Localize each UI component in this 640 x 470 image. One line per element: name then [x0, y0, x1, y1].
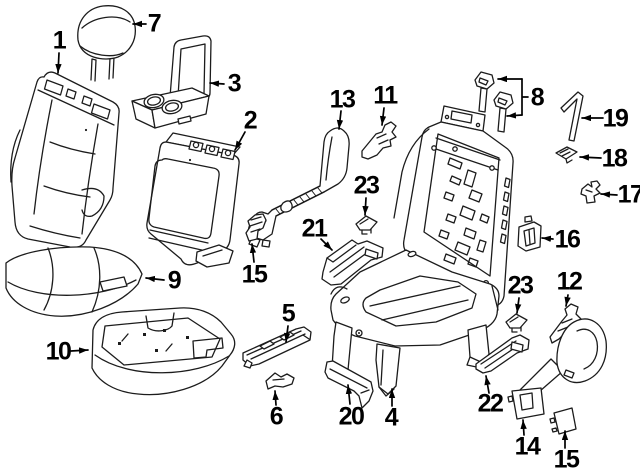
part-support-rod [561, 92, 583, 141]
callout-3[interactable]: 3 [227, 69, 242, 98]
leader-11 [379, 108, 387, 125]
callout-22[interactable]: 22 [477, 389, 504, 418]
leader-18 [580, 154, 601, 161]
callout-23-right[interactable]: 23 [507, 271, 534, 300]
leader-23-right [515, 298, 522, 313]
part-seat-cushion-cover [6, 247, 142, 316]
leader-17 [601, 191, 617, 198]
part-seat-track [243, 327, 311, 368]
leader-8b [507, 112, 522, 119]
callout-1[interactable]: 1 [52, 26, 67, 55]
part-track-bracket [266, 373, 294, 389]
callout-15-left[interactable]: 15 [241, 260, 268, 289]
callout-18[interactable]: 18 [601, 144, 628, 173]
part-headrest [78, 6, 136, 81]
leader-21 [321, 239, 332, 250]
leader-9 [146, 275, 164, 283]
leader-5 [283, 326, 291, 342]
leader-20 [345, 385, 353, 404]
part-lower-shield [325, 361, 373, 408]
callout-17[interactable]: 17 [617, 180, 640, 209]
part-inner-rail-cover [476, 335, 529, 373]
callout-7[interactable]: 7 [147, 9, 162, 38]
part-seat-cushion-pad [92, 308, 235, 395]
leader-22 [484, 376, 491, 393]
part-inboard-bracket [362, 122, 396, 159]
callout-8[interactable]: 8 [530, 83, 545, 112]
leader-12 [564, 295, 571, 306]
callout-16[interactable]: 16 [554, 225, 581, 254]
callout-2[interactable]: 2 [243, 106, 258, 135]
leader-13 [336, 111, 344, 129]
callout-13[interactable]: 13 [329, 85, 356, 114]
callout-6[interactable]: 6 [269, 402, 284, 431]
callout-14[interactable]: 14 [514, 432, 541, 461]
callout-10[interactable]: 10 [45, 337, 72, 366]
callout-leader-lines [55, 20, 617, 448]
callout-21[interactable]: 21 [301, 214, 328, 243]
leader-8-bracket [522, 79, 528, 115]
part-clip-center [356, 216, 377, 234]
leader-14 [520, 420, 527, 435]
part-outboard-bracket [550, 304, 581, 343]
callout-4[interactable]: 4 [384, 403, 399, 432]
leader-16 [542, 235, 553, 243]
part-headrest-guides [475, 72, 513, 132]
part-small-bracket-left [246, 214, 266, 241]
callout-5[interactable]: 5 [281, 299, 296, 328]
part-armrest-console [132, 36, 211, 128]
leader-23-center [362, 198, 369, 215]
part-clip-right [506, 314, 527, 332]
part-recliner-side-member [249, 128, 350, 247]
part-clip-18 [556, 147, 577, 163]
callout-23-center[interactable]: 23 [353, 171, 380, 200]
part-track-cover [322, 240, 383, 285]
leader-10 [71, 347, 88, 354]
part-side-shield [508, 319, 606, 419]
leader-15-left [249, 244, 257, 262]
leader-6 [272, 391, 279, 405]
callout-20[interactable]: 20 [338, 402, 365, 431]
part-seat-back-panel [147, 133, 240, 267]
part-seat-back-cover [11, 72, 119, 247]
part-latch-16 [518, 216, 541, 251]
leader-1 [55, 53, 62, 73]
callout-12[interactable]: 12 [556, 267, 583, 296]
callout-15-right[interactable]: 15 [553, 445, 580, 470]
callout-9[interactable]: 9 [167, 266, 182, 295]
callout-19[interactable]: 19 [602, 104, 629, 133]
leader-3 [210, 80, 224, 87]
leader-2 [235, 132, 245, 150]
part-access-cover [550, 408, 576, 434]
callout-11[interactable]: 11 [373, 81, 398, 110]
part-seat-frame [330, 106, 513, 396]
part-clip-17 [581, 181, 600, 203]
